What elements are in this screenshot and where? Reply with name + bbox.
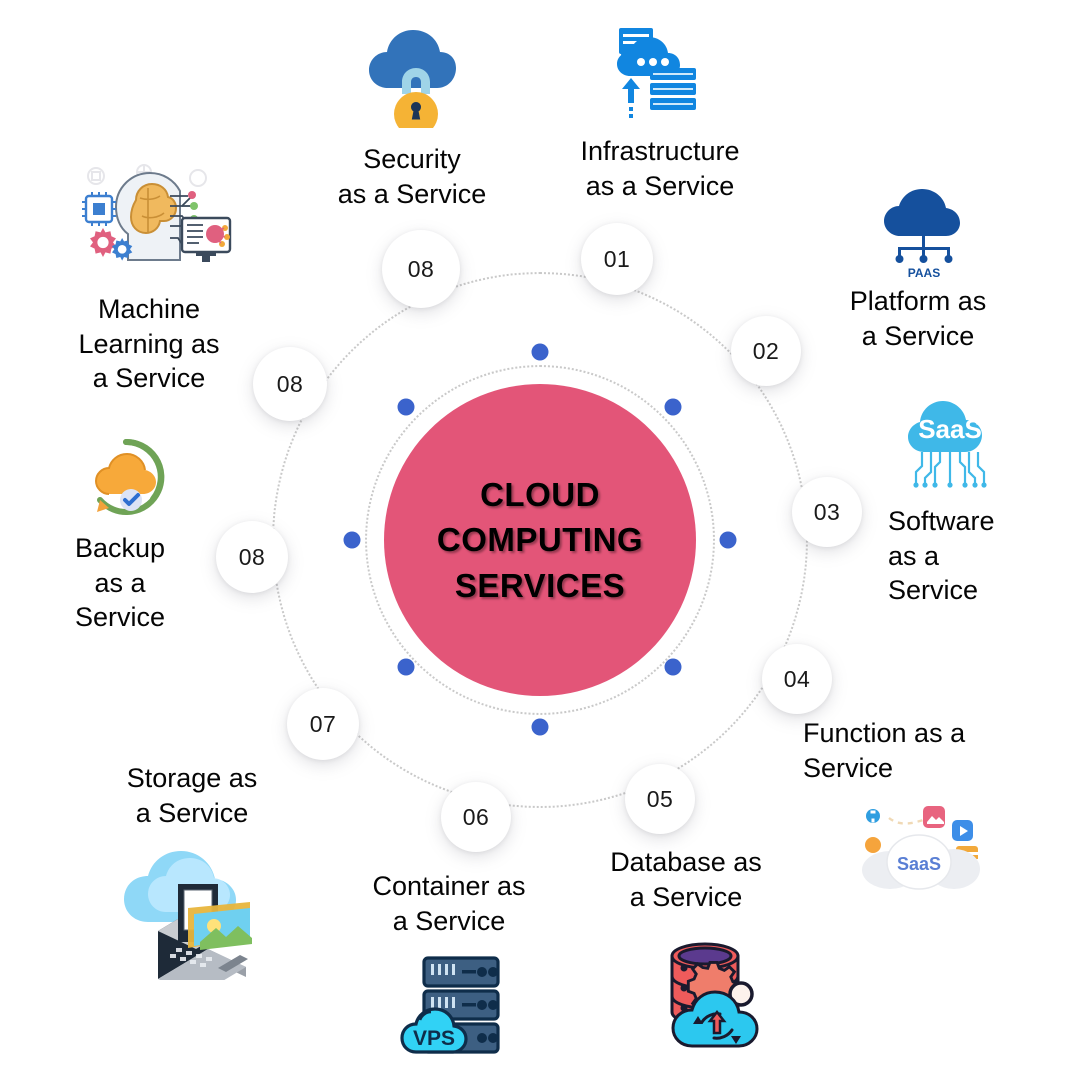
service-label-software: Software as a Service: [888, 506, 995, 606]
badge-03[interactable]: 03: [792, 477, 862, 547]
cloud-backup-check-icon: [79, 436, 173, 518]
paas-caption: PAAS: [908, 266, 940, 280]
badge-label: 06: [462, 803, 490, 830]
laptop-cloud-files-icon: [114, 844, 266, 980]
vps-caption: VPS: [413, 1027, 455, 1050]
badge-08-lower[interactable]: 08: [216, 521, 288, 593]
badge-01[interactable]: 01: [581, 223, 653, 295]
cloud-server-upload-icon: [607, 20, 705, 120]
service-label-machine-learning: Machine Learning as a Service: [78, 294, 220, 394]
node-dot-sw: [397, 658, 415, 676]
database-cloud-sync-icon: [660, 934, 778, 1050]
node-dot-ne: [664, 398, 682, 416]
badge-label: 04: [783, 665, 811, 692]
saas-caption: SaaS: [918, 414, 982, 444]
badge-label: 05: [646, 785, 674, 812]
node-dot-se: [664, 658, 682, 676]
badge-08-middle[interactable]: 08: [253, 347, 327, 421]
badge-02[interactable]: 02: [731, 316, 801, 386]
badge-08-upper[interactable]: 08: [382, 230, 460, 308]
node-dot-s: [531, 718, 549, 736]
service-label-function: Function as a Service: [803, 718, 966, 783]
badge-04[interactable]: 04: [762, 644, 832, 714]
server-vps-cloud-icon: VPS: [400, 948, 504, 1056]
service-label-storage: Storage as a Service: [126, 763, 258, 828]
badge-label: 08: [276, 370, 304, 397]
cloud-paas-icon: PAAS: [876, 184, 972, 280]
badge-label: 02: [752, 337, 780, 364]
page-title: CLOUD COMPUTING SERVICES: [436, 475, 644, 604]
cloud-saas-circuit-icon: SaaS: [900, 398, 1000, 490]
service-label-container: Container as a Service: [372, 871, 526, 936]
badge-05[interactable]: 05: [625, 764, 695, 834]
badge-07[interactable]: 07: [287, 688, 359, 760]
badge-label: 07: [309, 710, 337, 737]
center-circle: CLOUD COMPUTING SERVICES: [384, 384, 696, 696]
ai-brain-head-icon: [70, 162, 232, 268]
node-dot-e: [719, 531, 737, 549]
cloud-apps-icon: SaaS: [856, 794, 982, 894]
node-dot-w: [343, 531, 361, 549]
badge-06[interactable]: 06: [441, 782, 511, 852]
badge-label: 08: [407, 255, 435, 282]
service-label-security: Security as a Service: [337, 144, 487, 209]
cloud-lock-icon: [362, 16, 470, 128]
service-label-backup: Backup as a Service: [74, 533, 166, 633]
badge-label: 03: [813, 498, 841, 525]
service-label-infrastructure: Infrastructure as a Service: [580, 136, 740, 201]
badge-label: 01: [603, 245, 631, 272]
inner-dotted-ring: [365, 365, 715, 715]
faas-cloud-caption: SaaS: [897, 854, 941, 874]
service-label-platform: Platform as a Service: [849, 286, 987, 351]
node-dot-nw: [397, 398, 415, 416]
badge-label: 08: [238, 543, 266, 570]
node-dot-n: [531, 343, 549, 361]
service-label-database: Database as a Service: [610, 847, 762, 912]
